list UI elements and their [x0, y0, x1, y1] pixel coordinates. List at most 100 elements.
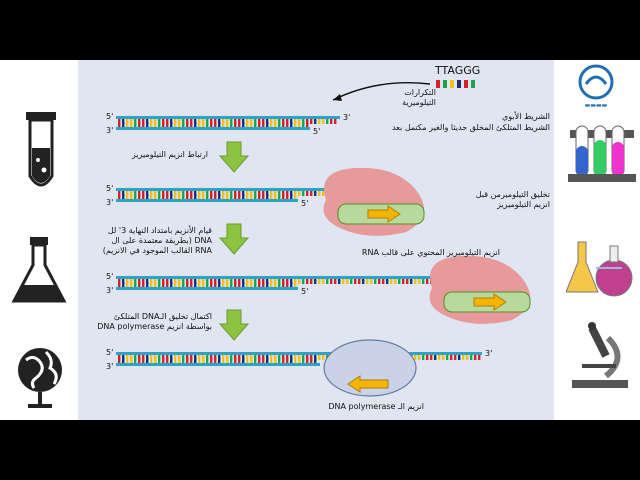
row4-daughter-strand-base: [238, 358, 241, 363]
row1-parent-strand-base: [262, 119, 265, 124]
row3-parent-strand-base: [358, 279, 361, 284]
row1-parent-strand-base: [314, 119, 317, 124]
row3-daughter-strand-base: [294, 282, 297, 287]
row3-parent-strand-base: [302, 279, 305, 284]
polymerase-direction-arrow: [347, 375, 389, 393]
row4-parent-strand-base: [122, 355, 125, 360]
row4-daughter-strand-base: [282, 358, 285, 363]
row1-daughter-strand-base: [246, 122, 249, 127]
row1-daughter-strand: [116, 127, 310, 130]
row1-parent-strand-base: [166, 119, 169, 124]
row3-daughter-strand-base: [206, 282, 209, 287]
row4-parent-strand-base: [194, 355, 197, 360]
sequence-repeat-base: [457, 80, 461, 88]
svg-text:▬▬▬▬: ▬▬▬▬: [585, 102, 608, 109]
telomerase-enzyme-2-body: [429, 255, 530, 324]
row2-parent-strand-base: [226, 191, 229, 196]
row1-parent-strand-base: [238, 119, 241, 124]
row4-parent-strand-base: [430, 355, 433, 360]
telomerase-diagram: 5'3'3'5'5'3'3'5'5'3'3'5'5'3'3'5': [106, 80, 531, 397]
row4-parent-strand-base: [118, 355, 121, 360]
row1-daughter-strand-base: [202, 122, 205, 127]
row2-parent-strand-base: [138, 191, 141, 196]
row1-parent-strand-base: [246, 119, 249, 124]
row3-parent-strand-base: [274, 279, 277, 284]
row2-daughter-strand-base: [174, 194, 177, 199]
row4-parent-strand-base: [182, 355, 185, 360]
row4-daughter-strand-base: [230, 358, 233, 363]
row4-daughter-strand-base: [150, 358, 153, 363]
row2-daughter-strand-base: [142, 194, 145, 199]
row3-parent-strand-base: [406, 279, 409, 284]
row4-parent-strand-base: [218, 355, 221, 360]
row4-parent-strand-base: [310, 355, 313, 360]
row4-daughter-strand-base: [286, 358, 289, 363]
row4-parent-strand-base: [266, 355, 269, 360]
row4-parent-strand-base: [474, 355, 477, 360]
row1-parent-strand-base: [278, 119, 281, 124]
globe-icon: [18, 348, 62, 408]
row4-parent-strand-base: [146, 355, 149, 360]
row4-daughter-strand-base: [310, 358, 313, 363]
row1-parent-strand-base: [234, 119, 237, 124]
telomerase-rna-label: انزيم التيلوميريز المحتوي على قالب RNA: [361, 248, 500, 257]
row1-daughter-strand-base: [190, 122, 193, 127]
row4-parent-strand-base: [270, 355, 273, 360]
row3-daughter-strand-base: [174, 282, 177, 287]
row4-parent-strand-base: [234, 355, 237, 360]
row4-daughter-strand-base: [302, 358, 305, 363]
row1-daughter-strand-base: [206, 122, 209, 127]
row2-parent-strand-base: [178, 191, 181, 196]
row1-daughter-strand-base: [294, 122, 297, 127]
row4-parent-strand-base: [170, 355, 173, 360]
row3-three-prime-lower-label: 3': [106, 286, 113, 295]
row3-parent-strand-base: [338, 279, 341, 284]
row3-daughter-strand-base: [246, 282, 249, 287]
row1-parent-strand-base: [242, 119, 245, 124]
row1-parent-strand-base: [222, 119, 225, 124]
row3-daughter-strand-base: [214, 282, 217, 287]
row3-daughter-strand-base: [190, 282, 193, 287]
telomeric-repeat-pointer-head: [333, 94, 342, 101]
row3-parent-strand-base: [122, 279, 125, 284]
row1-parent-strand-base: [254, 119, 257, 124]
row2-parent-strand-base: [310, 191, 313, 196]
row2-parent-strand-base: [150, 191, 153, 196]
row3-daughter-strand-base: [154, 282, 157, 287]
row1-daughter-strand-base: [234, 122, 237, 127]
row3-parent-strand-base: [242, 279, 245, 284]
row3-daughter-strand-base: [242, 282, 245, 287]
row2-parent-strand-base: [298, 191, 301, 196]
row2-parent-strand-base: [130, 191, 133, 196]
row4-parent-strand-base: [314, 355, 317, 360]
row3-parent-strand-base: [382, 279, 385, 284]
row4-daughter-strand-base: [306, 358, 309, 363]
row3-daughter-strand-base: [234, 282, 237, 287]
row4-parent-strand-base: [478, 355, 481, 360]
step2-arrow: [218, 223, 250, 255]
test-tubes-rack-icon: [568, 125, 636, 182]
row4-daughter-strand-base: [258, 358, 261, 363]
row2-daughter-strand-base: [170, 194, 173, 199]
row1-parent-strand-base: [214, 119, 217, 124]
row4-parent-strand-base: [242, 355, 245, 360]
row4-parent-strand-base: [250, 355, 253, 360]
row3-daughter-strand-base: [254, 282, 257, 287]
row2-parent-strand-base: [202, 191, 205, 196]
row3-parent-strand-base: [290, 279, 293, 284]
row1-parent-strand-base: [194, 119, 197, 124]
row4-parent-strand-base: [142, 355, 145, 360]
row4-parent-strand-base: [422, 355, 425, 360]
row2-daughter-strand-base: [146, 194, 149, 199]
row3-five-prime-label: 5': [106, 272, 113, 281]
row1-five-prime-label: 5': [106, 112, 113, 121]
row3-daughter-strand-base: [130, 282, 133, 287]
row2-parent-strand-base: [286, 191, 289, 196]
row1-three-prime-label: 3': [343, 113, 350, 122]
row2-daughter-strand-base: [278, 194, 281, 199]
row1-daughter-strand-base: [222, 122, 225, 127]
row4-parent-strand-base: [462, 355, 465, 360]
row4-parent-strand-base: [414, 355, 417, 360]
row3-parent-strand-base: [314, 279, 317, 284]
row1-daughter-strand-base: [250, 122, 253, 127]
